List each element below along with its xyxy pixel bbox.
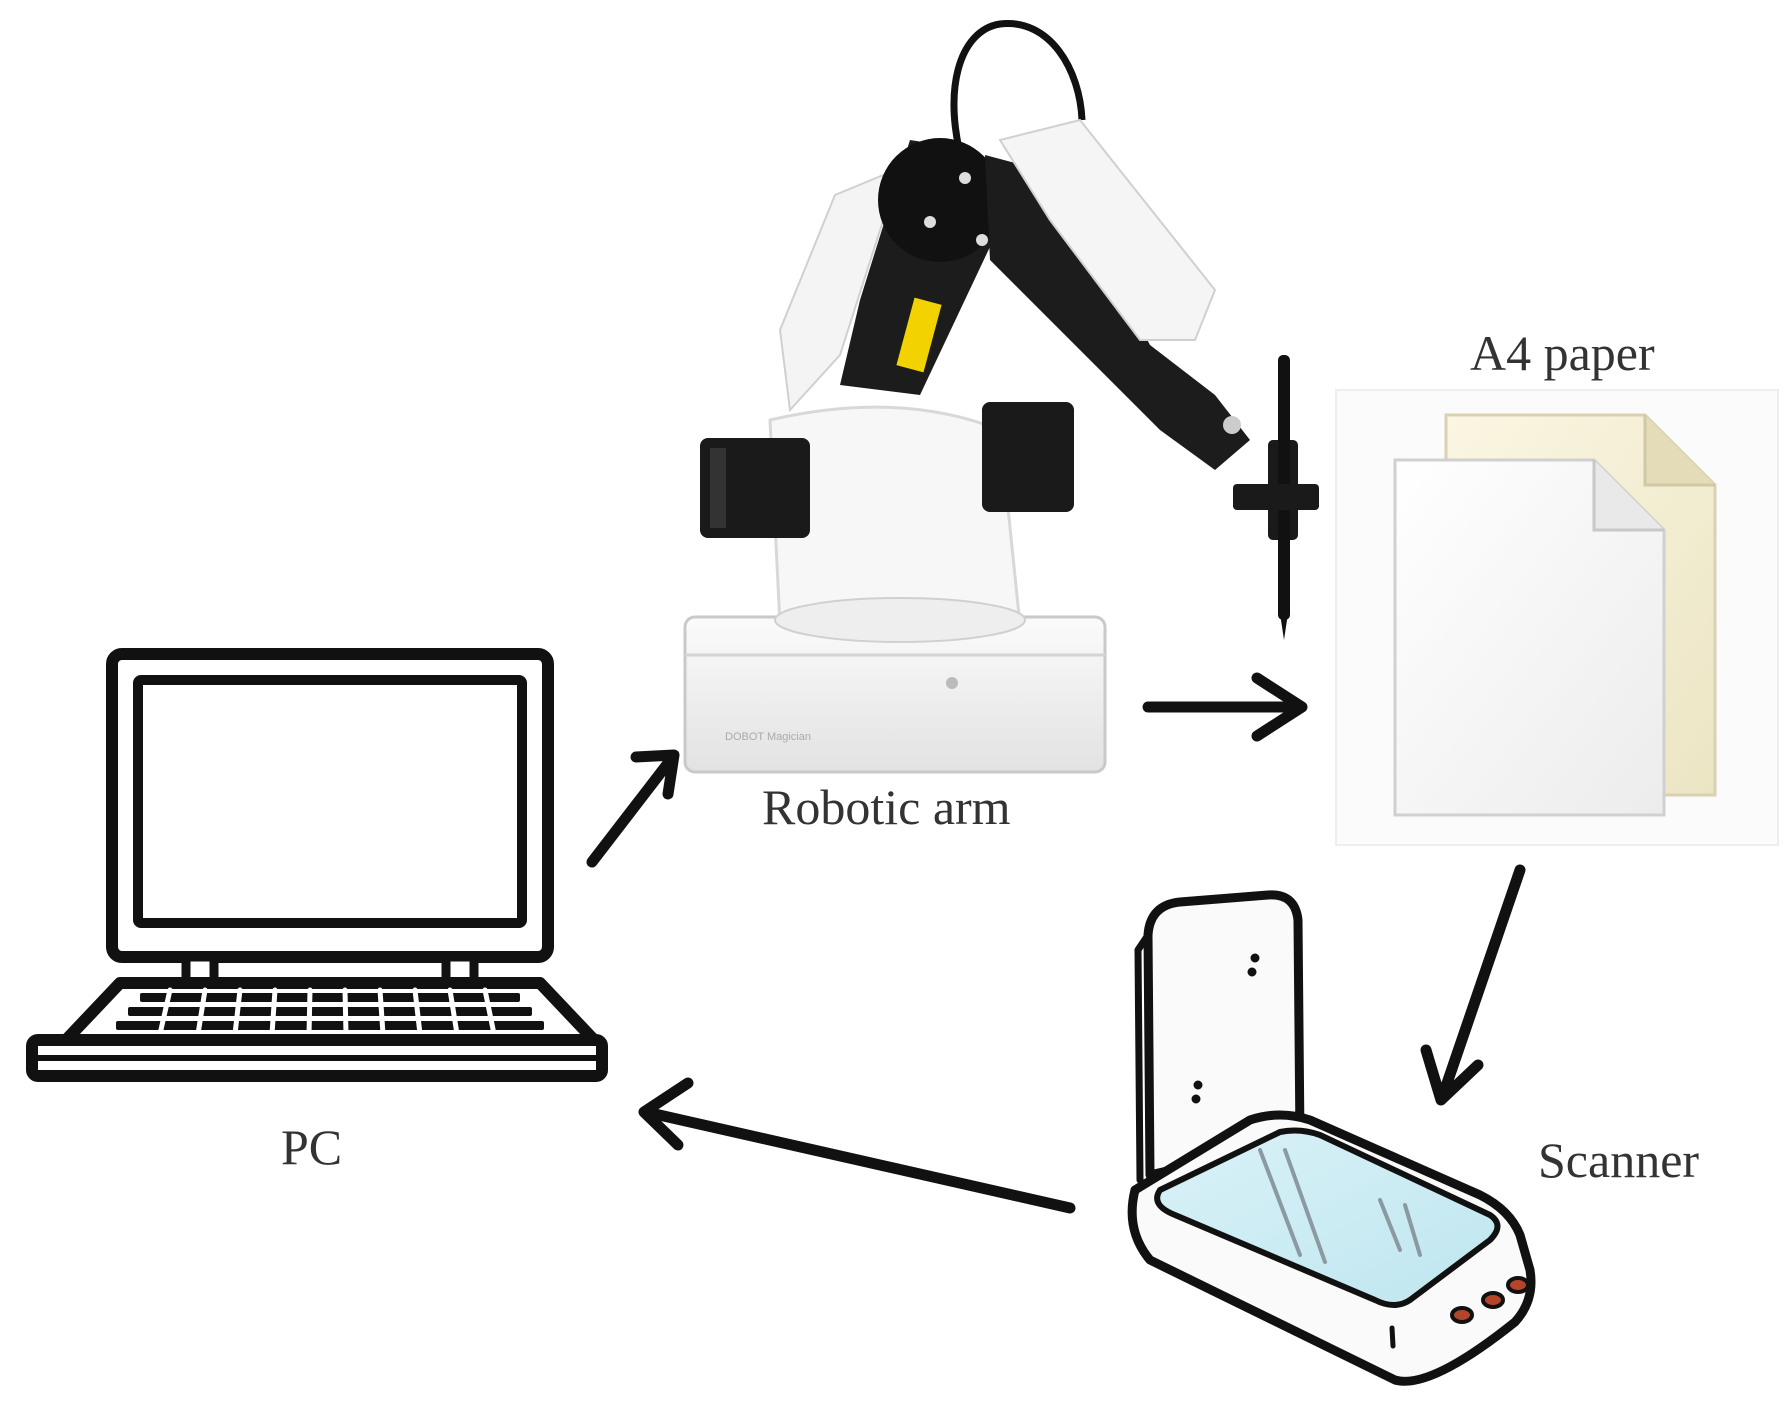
scanner-label: Scanner — [1538, 1132, 1700, 1188]
svg-text:DOBOT Magician: DOBOT Magician — [725, 731, 811, 743]
laptop-icon — [26, 648, 608, 1082]
pc-label: PC — [281, 1119, 343, 1175]
scanner-icon — [1127, 890, 1536, 1386]
a4-paper-label: A4 paper — [1470, 325, 1655, 381]
arrow-arm-to-paper — [1142, 672, 1308, 742]
arrow-scanner-to-pc — [638, 1077, 1076, 1214]
paper-sheets-icon — [1335, 389, 1779, 846]
robotic-arm-label: Robotic arm — [762, 779, 1011, 835]
robotic-arm-icon: DOBOT Magician — [683, 20, 1319, 774]
arrow-pc-to-arm — [586, 749, 680, 868]
arrow-paper-to-scanner — [1420, 864, 1526, 1106]
